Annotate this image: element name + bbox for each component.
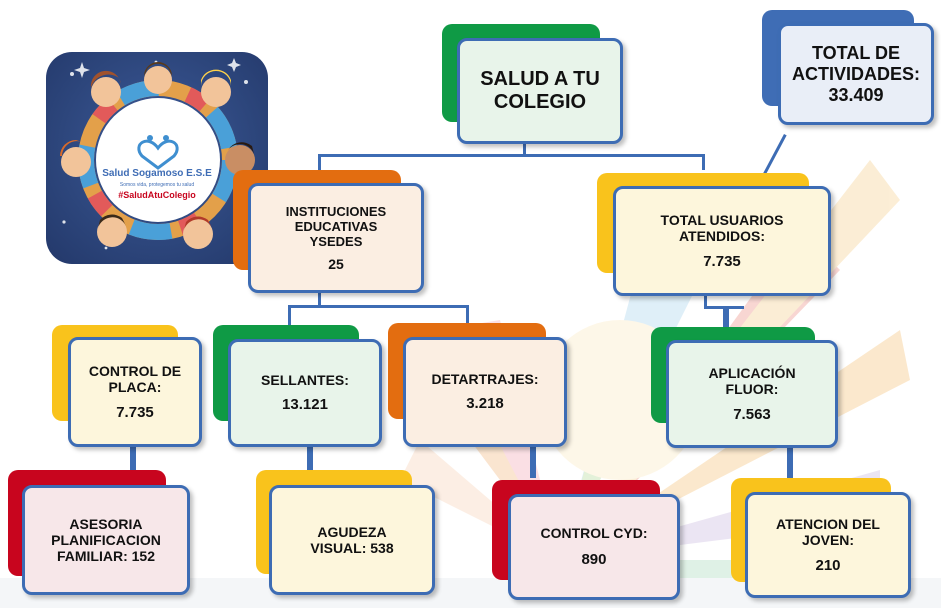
connector: [787, 432, 793, 484]
connector: [307, 430, 313, 490]
instituciones-value: 25: [328, 255, 344, 272]
usuarios-label: TOTAL USUARIOS ATENDIDOS:: [660, 211, 784, 245]
connector: [130, 420, 136, 492]
connector: [702, 154, 705, 170]
sellantes-label: SELLANTES:: [261, 371, 349, 388]
connector: [530, 430, 536, 478]
agudeza-label: AGUDEZA VISUAL: 538: [310, 524, 394, 556]
total-actividades-label: TOTAL DE ACTIVIDADES: 33.409: [791, 42, 920, 105]
detartrajes-label: DETARTRAJES:: [431, 370, 539, 387]
connector: [704, 290, 707, 308]
logo-tagline: Somos vida, protegemos tu salud: [119, 182, 195, 188]
control-cyd-value: 890: [581, 551, 607, 569]
control-placa-label: CONTROL DE PLACA:: [88, 362, 182, 396]
logo-tile: Salud Sogamoso E.S.E Somos vida, protege…: [46, 52, 268, 264]
fluor-value: 7.563: [733, 405, 771, 423]
joven-value: 210: [815, 556, 841, 574]
connector: [318, 154, 321, 170]
heart-icon: [137, 135, 179, 170]
connector: [523, 140, 526, 156]
fluor-label: APLICACIÓN FLUOR:: [708, 364, 796, 398]
joven-label: ATENCION DEL JOVEN:: [776, 515, 880, 549]
children-circle-illustration: [60, 58, 255, 250]
connector: [318, 154, 704, 157]
asesoria-label: ASESORIA PLANIFICACION FAMILIAR: 152: [51, 516, 161, 564]
logo-brand: Salud Sogamoso E.S.E: [102, 168, 212, 179]
logo-hashtag: #SaludAtuColegio: [118, 190, 196, 200]
connector: [466, 305, 469, 325]
sellantes-value: 13.121: [282, 396, 328, 414]
connector: [288, 305, 291, 325]
detartrajes-value: 3.218: [466, 395, 504, 413]
instituciones-label: INSTITUCIONES EDUCATIVAS YSEDES: [285, 203, 387, 250]
connector: [723, 306, 729, 330]
root-label: SALUD A TU COLEGIO: [480, 68, 600, 113]
connector: [318, 289, 321, 307]
control-placa-value: 7.735: [116, 403, 154, 421]
usuarios-value: 7.735: [703, 252, 741, 270]
connector: [288, 305, 468, 308]
control-cyd-label: CONTROL CYD:: [540, 524, 648, 541]
